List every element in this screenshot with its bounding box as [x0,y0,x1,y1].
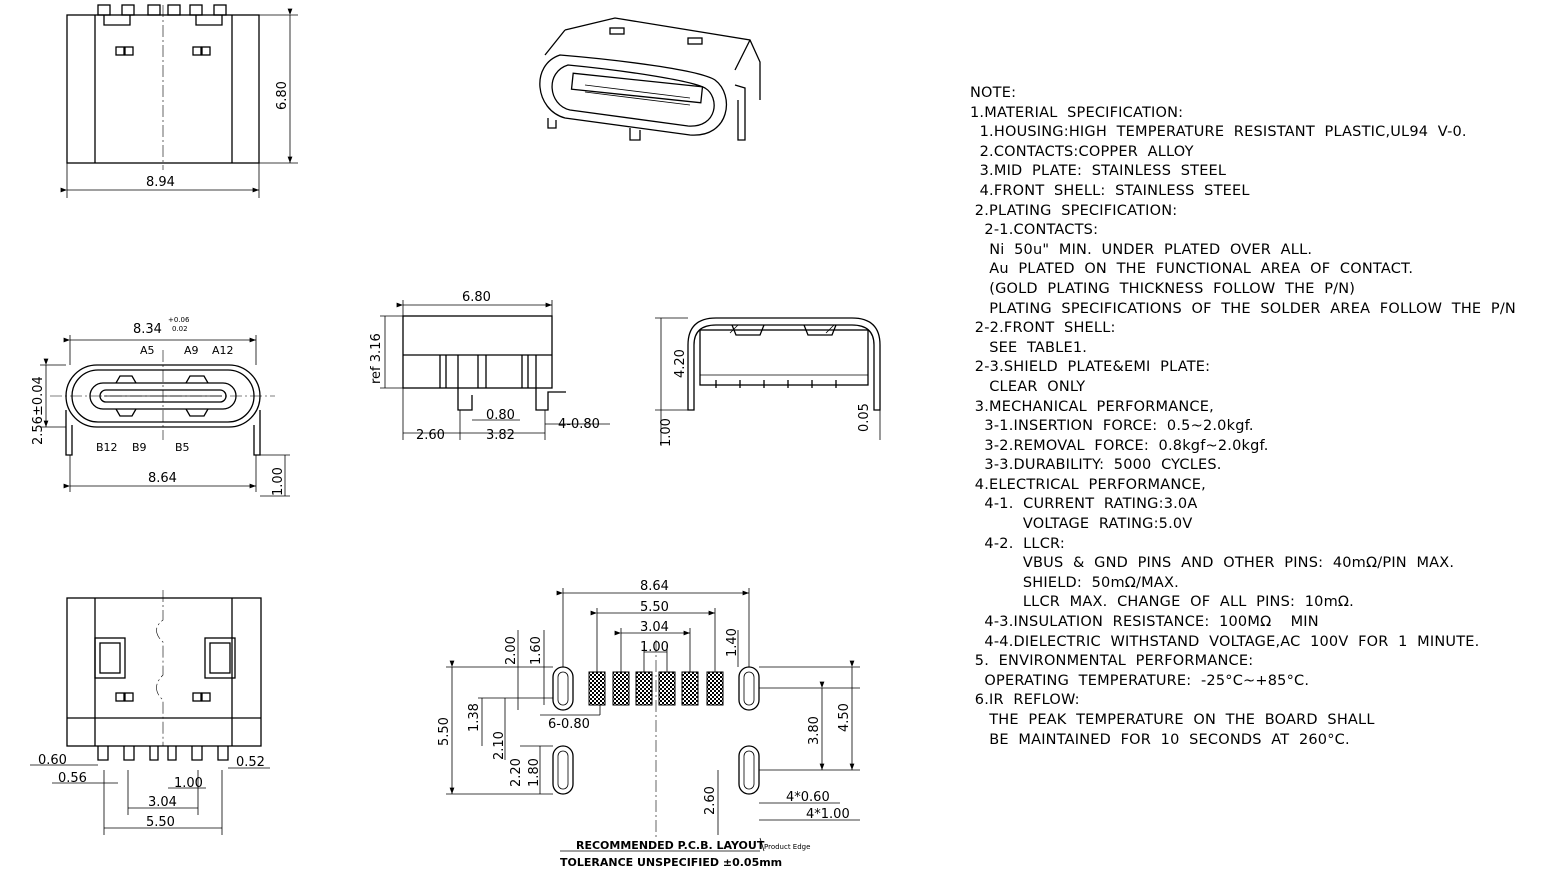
pcb-260-label: 2.60 [703,786,718,815]
pin-b5-label: B5 [175,441,190,454]
note-line: BE MAINTAINED FOR 10 SECONDS AT 260°C. [970,731,1350,748]
note-line: 2.CONTACTS:COPPER ALLOY [970,143,1194,160]
side-view: 6.80 ref 3.16 2.60 3.82 0.80 4-0.80 [369,290,610,443]
front-tol-plus: +0.06 [168,316,190,324]
front-tol-minus: 0.02 [172,325,188,333]
note-line: 4.ELECTRICAL PERFORMANCE, [970,476,1206,493]
tolerance-caption: TOLERANCE UNSPECIFIED ±0.05mm [560,856,782,869]
front-leg-label: 1.00 [271,467,286,496]
end-view: 4.20 1.00 0.05 [655,317,881,447]
pcb-138-label: 1.38 [467,703,482,732]
end-100-label: 1.00 [659,418,674,447]
pcb-210-label: 2.10 [492,731,507,760]
pcb-220-label: 2.20 [509,758,524,787]
note-line: CLEAR ONLY [970,378,1086,395]
note-line: OPERATING TEMPERATURE: -25°C~+85°C. [970,672,1310,689]
pcb-864-label: 8.64 [640,579,669,594]
note-line: 4-4.DIELECTRIC WITHSTAND VOLTAGE,AC 100V… [970,633,1480,650]
pin-b9-label: B9 [132,441,147,454]
side-ref-label: ref 3.16 [369,333,384,384]
bottom-100-label: 1.00 [174,776,203,791]
note-line: VBUS & GND PINS AND OTHER PINS: 40mΩ/PIN… [970,555,1455,572]
pcb-180-label: 1.80 [527,758,542,787]
note-line: 3-1.INSERTION FORCE: 0.5~2.0kgf. [970,418,1254,435]
pin-a9-label: A9 [184,344,199,357]
bottom-304-label: 3.04 [148,795,177,810]
pcb-550-vertical: 5.50 [437,717,452,746]
product-edge-label: Product Edge [764,843,810,851]
bottom-060-label: 0.60 [38,753,67,768]
note-line: 3-2.REMOVAL FORCE: 0.8kgf~2.0kgf. [970,437,1269,454]
note-line: LLCR MAX. CHANGE OF ALL PINS: 10mΩ. [970,594,1354,611]
note-line: 2-3.SHIELD PLATE&EMI PLATE: [970,359,1211,376]
end-420-label: 4.20 [673,349,688,378]
notes-heading: NOTE: [970,85,1017,101]
side-382-label: 3.82 [486,428,515,443]
notes-panel: NOTE: 1.MATERIAL SPECIFICATION: 1.HOUSING… [970,84,1550,750]
pcb-200-label: 2.00 [504,636,519,665]
note-line: 1.HOUSING:HIGH TEMPERATURE RESISTANT PLA… [970,124,1467,141]
pcb-title: RECOMMENDED P.C.B. LAYOUT [576,839,765,852]
pcb-550-label: 5.50 [640,600,669,615]
side-width-label: 6.80 [462,290,491,305]
top-width-label: 8.94 [146,175,175,190]
note-line: PLATING SPECIFICATIONS OF THE SOLDER ARE… [970,300,1516,317]
pcb-450-label: 4.50 [837,703,852,732]
front-width-lower: 8.64 [148,471,177,486]
note-line: 4-3.INSULATION RESISTANCE: 100MΩ MIN [970,614,1319,631]
pcb-4x060-label: 4*0.60 [786,790,830,805]
pin-a5-label: A5 [140,344,155,357]
end-005-label: 0.05 [857,403,872,432]
isometric-view [539,17,761,141]
side-080-label: 0.80 [486,408,515,423]
note-line: 4-2. LLCR: [970,535,1065,552]
pcb-4x100-label: 4*1.00 [806,807,850,822]
note-line: (GOLD PLATING THICKNESS FOLLOW THE P/N) [970,280,1356,297]
note-line: 3-3.DURABILITY: 5000 CYCLES. [970,457,1222,474]
front-height: 2.56±0.04 [31,376,46,445]
note-line: 4.FRONT SHELL: STAINLESS STEEL [970,182,1250,199]
note-line: 4-1. CURRENT RATING:3.0A [970,496,1198,513]
top-height-label: 6.80 [275,81,290,110]
top-view: 8.94 6.80 [60,4,298,198]
pcb-304-label: 3.04 [640,620,669,635]
note-line: 2.PLATING SPECIFICATION: [970,202,1178,219]
bottom-view: 0.60 0.56 0.52 1.00 3.04 5.50 [30,590,270,835]
note-line: 6.IR REFLOW: [970,692,1080,709]
front-width-upper: 8.34 [133,322,162,337]
pcb-6x080-label: 6-0.80 [548,717,590,732]
pcb-100-label: 1.00 [640,640,669,655]
note-line: 2-2.FRONT SHELL: [970,320,1116,337]
note-line: 5. ENVIRONMENTAL PERFORMANCE: [970,653,1254,670]
note-line: Au PLATED ON THE FUNCTIONAL AREA OF CONT… [970,261,1414,278]
note-line: 2-1.CONTACTS: [970,222,1099,239]
bottom-052-label: 0.52 [236,755,265,770]
note-line: 3.MID PLATE: STAINLESS STEEL [970,163,1227,180]
pin-a12-label: A12 [212,344,234,357]
note-line: 1.MATERIAL SPECIFICATION: [970,104,1184,121]
technical-drawing: 8.94 6.80 8.34 +0.06 0.02 [30,4,881,869]
note-line: 3.MECHANICAL PERFORMANCE, [970,398,1214,415]
pcb-140-label: 1.40 [725,628,740,657]
pcb-160-label: 1.60 [529,636,544,665]
note-line: VOLTAGE RATING:5.0V [970,516,1193,533]
bottom-056-label: 0.56 [58,771,87,786]
pcb-layout: 8.64 5.50 3.04 1.00 2.00 1.60 1.40 5.50 … [437,579,860,869]
note-line: SHIELD: 50mΩ/MAX. [970,574,1179,591]
bottom-550-label: 5.50 [146,815,175,830]
pin-b12-label: B12 [96,441,118,454]
pcb-380-label: 3.80 [807,716,822,745]
side-260-label: 2.60 [416,428,445,443]
note-line: Ni 50u" MIN. UNDER PLATED OVER ALL. [970,241,1313,258]
front-view: 8.34 +0.06 0.02 2.56±0.04 A5 A9 A12 B12 … [31,316,290,497]
note-line: SEE TABLE1. [970,339,1088,356]
note-line: THE PEAK TEMPERATURE ON THE BOARD SHALL [970,712,1375,728]
side-4x080-label: 4-0.80 [558,417,600,432]
